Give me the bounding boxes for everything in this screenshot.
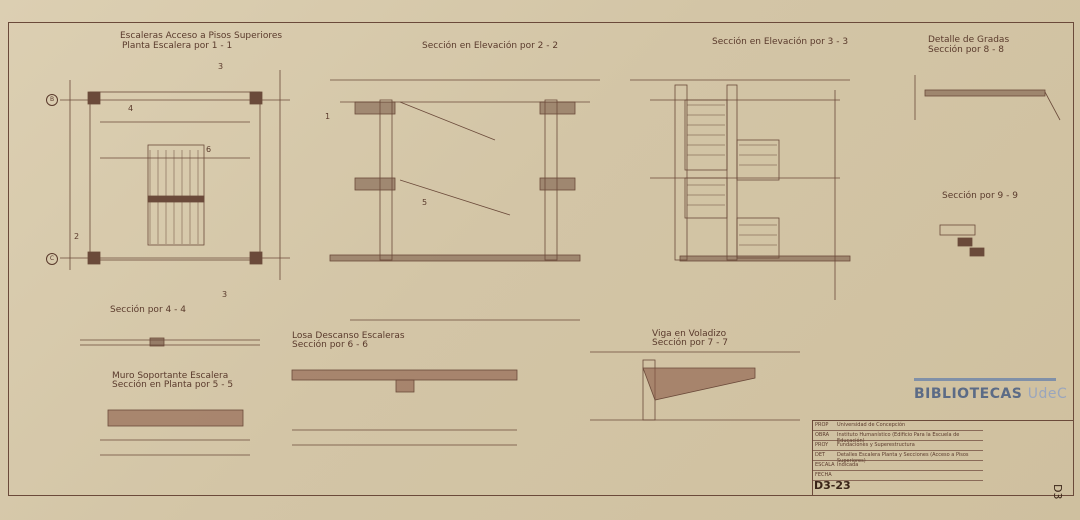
section-mark-5: 5 — [422, 198, 428, 207]
title-detalle-gradas: Detalle de Gradas — [928, 35, 1010, 45]
title-block-key: PROY — [815, 442, 829, 448]
title-block-key: DET — [815, 452, 826, 458]
section-mark-3-bottom: 3 — [222, 290, 228, 299]
bibliotecas-logo: BIBLIOTECAS UdeC — [914, 386, 1067, 402]
title-block-key: OBRA — [815, 432, 830, 438]
title-block-value: Fundaciones y Superestructura — [837, 442, 915, 448]
title-block-row: FECHA — [813, 471, 983, 481]
title-block: PROP Universidad de Concepción OBRA Instit… — [812, 420, 1074, 496]
title-seccion-4-4: Sección por 4 - 4 — [110, 305, 186, 315]
logo-sub-text: UdeC — [1027, 386, 1068, 402]
title-escaleras: Escaleras Acceso a Pisos Superiores — [120, 31, 283, 41]
grid-marker-b: B — [46, 94, 58, 106]
drawing-frame — [8, 22, 1074, 496]
grid-marker-c: C — [46, 253, 58, 265]
title-block-row: PROP Universidad de Concepción — [813, 421, 983, 431]
title-block-key: FECHA — [815, 472, 832, 478]
title-planta-1-1: Planta Escalera por 1 - 1 — [122, 41, 233, 51]
section-mark-6: 6 — [206, 145, 212, 154]
title-muro-soportante: Muro Soportante Escalera — [112, 371, 229, 381]
title-viga-voladizo: Viga en Voladizo — [652, 329, 727, 339]
title-block-row: DET Detalles Escalera Planta y Secciones … — [813, 451, 983, 464]
drawing-code: D3-23 — [814, 479, 851, 492]
title-seccion-2-2: Sección en Elevación por 2 - 2 — [422, 41, 559, 51]
title-block-row: PROY Fundaciones y Superestructura — [813, 441, 983, 451]
logo-rule — [914, 378, 1056, 381]
logo-main-text: BIBLIOTECAS — [914, 386, 1023, 402]
title-seccion-8-8: Sección por 8 - 8 — [928, 45, 1004, 55]
section-mark-2: 2 — [74, 232, 80, 241]
title-block-value: Indicada — [837, 462, 859, 468]
title-block-value: Detalles Escalera Planta y Secciones (Ac… — [837, 452, 969, 464]
section-mark-3-top: 3 — [218, 62, 224, 71]
title-seccion-9-9: Sección por 9 - 9 — [942, 191, 1018, 201]
title-block-row: OBRA Instituto Humanístico (Edificio Para… — [813, 431, 983, 444]
section-mark-4: 4 — [128, 104, 134, 113]
vertical-drawing-code: D3 — [1051, 484, 1064, 500]
title-block-value: Universidad de Concepción — [837, 422, 906, 428]
title-block-key: PROP — [815, 422, 829, 428]
title-seccion-6-6: Sección por 6 - 6 — [292, 340, 368, 350]
title-block-value: Instituto Humanístico (Edificio Para la … — [837, 432, 960, 444]
title-seccion-5-5: Sección en Planta por 5 - 5 — [112, 380, 234, 390]
title-block-key: ESCALA — [815, 462, 835, 468]
plan-outline — [89, 91, 261, 261]
title-losa-descanso: Losa Descanso Escaleras — [292, 331, 405, 341]
title-seccion-3-3: Sección en Elevación por 3 - 3 — [712, 37, 849, 47]
section-mark-1: 1 — [325, 112, 331, 121]
title-seccion-7-7: Sección por 7 - 7 — [652, 338, 728, 348]
